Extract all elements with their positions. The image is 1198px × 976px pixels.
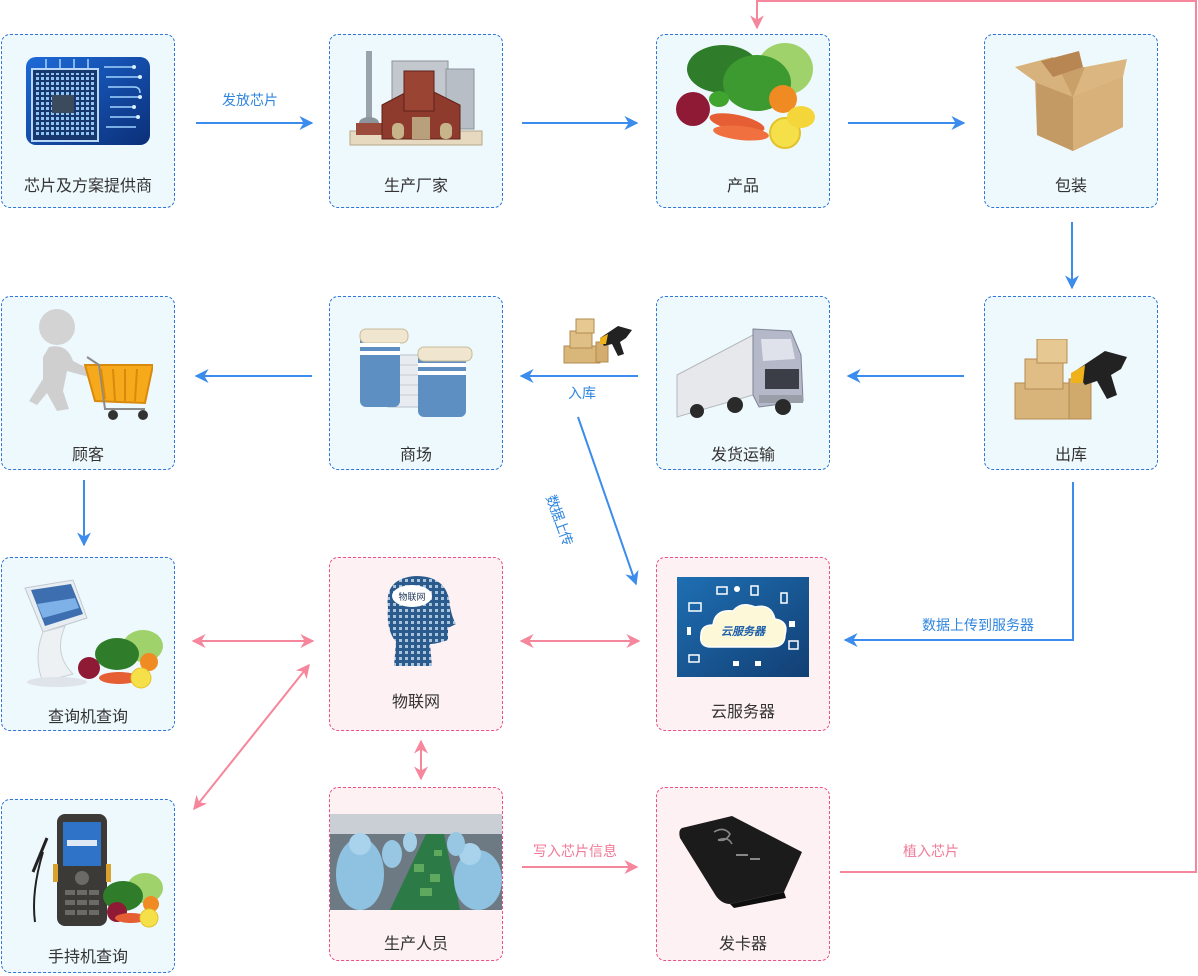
node-chip-provider[interactable]: 芯片及方案提供商 xyxy=(1,34,175,208)
edge-label-upload-to-server: 数据上传到服务器 xyxy=(922,618,1034,634)
arrow-outbound-to-cloud xyxy=(843,482,1074,647)
node-label: 生产人员 xyxy=(383,934,448,953)
arrow-data-upload xyxy=(577,416,639,586)
node-label: 查询机查询 xyxy=(47,707,128,726)
node-iot[interactable]: 物联网 物联网 xyxy=(329,557,503,731)
card-reader-icon xyxy=(679,816,802,908)
buildings-icon xyxy=(359,328,473,417)
shopping-cart-person-icon xyxy=(29,309,153,420)
node-label: 生产厂家 xyxy=(383,176,448,195)
node-handheld-query[interactable]: 手持机查询 xyxy=(1,799,175,973)
iot-icon-text: 物联网 xyxy=(398,591,425,603)
node-label: 商场 xyxy=(399,445,432,464)
node-packaging[interactable]: 包装 xyxy=(984,34,1158,208)
edge-label-implant-chip: 植入芯片 xyxy=(903,844,959,860)
arrow-handheld-iot xyxy=(193,663,310,811)
node-label: 芯片及方案提供商 xyxy=(23,176,152,195)
edge-label-write-chip-info: 写入芯片信息 xyxy=(533,844,617,860)
node-product[interactable]: 产品 xyxy=(656,34,830,208)
iot-head-icon: 物联网 xyxy=(387,576,456,666)
node-kiosk-query[interactable]: 查询机查询 xyxy=(1,557,175,731)
node-label: 云服务器 xyxy=(710,702,775,721)
node-shipping[interactable]: 发货运输 xyxy=(656,296,830,470)
assembly-line-workers-icon xyxy=(330,814,502,910)
node-mall[interactable]: 商场 xyxy=(329,296,503,470)
edge-label-issue-chip: 发放芯片 xyxy=(222,93,278,109)
circuit-chip-icon xyxy=(26,57,150,145)
handheld-terminal-icon xyxy=(31,814,163,928)
node-label: 顾客 xyxy=(71,445,104,464)
node-outbound[interactable]: 出库 xyxy=(984,296,1158,470)
node-production-staff[interactable]: 生产人员 xyxy=(329,787,503,961)
node-factory[interactable]: 生产厂家 xyxy=(329,34,503,208)
kiosk-icon xyxy=(24,579,163,689)
arrow-card-issuer-to-product xyxy=(750,0,1197,873)
node-label: 发货运输 xyxy=(710,445,775,464)
vegetables-icon xyxy=(676,43,815,149)
node-label: 出库 xyxy=(1054,445,1087,464)
node-label: 物联网 xyxy=(391,692,440,711)
node-label: 发卡器 xyxy=(718,934,767,953)
cloud-icon-text: 云服务器 xyxy=(721,625,767,638)
cardboard-box-icon xyxy=(1015,51,1127,151)
node-label: 包装 xyxy=(1054,176,1087,195)
node-cloud-server[interactable]: 云服务器 云服务器 xyxy=(656,557,830,731)
factory-icon xyxy=(349,51,483,146)
node-label: 产品 xyxy=(726,176,759,195)
boxes-scanner-icon xyxy=(1014,339,1127,420)
edge-label-warehouse-in: 入库 xyxy=(568,386,596,402)
node-label: 手持机查询 xyxy=(47,947,128,966)
cloud-server-icon: 云服务器 xyxy=(677,577,809,677)
truck-icon xyxy=(676,328,804,418)
node-card-issuer[interactable]: 发卡器 xyxy=(656,787,830,961)
node-customer[interactable]: 顾客 xyxy=(1,296,175,470)
boxes-scanner-icon xyxy=(563,318,632,364)
